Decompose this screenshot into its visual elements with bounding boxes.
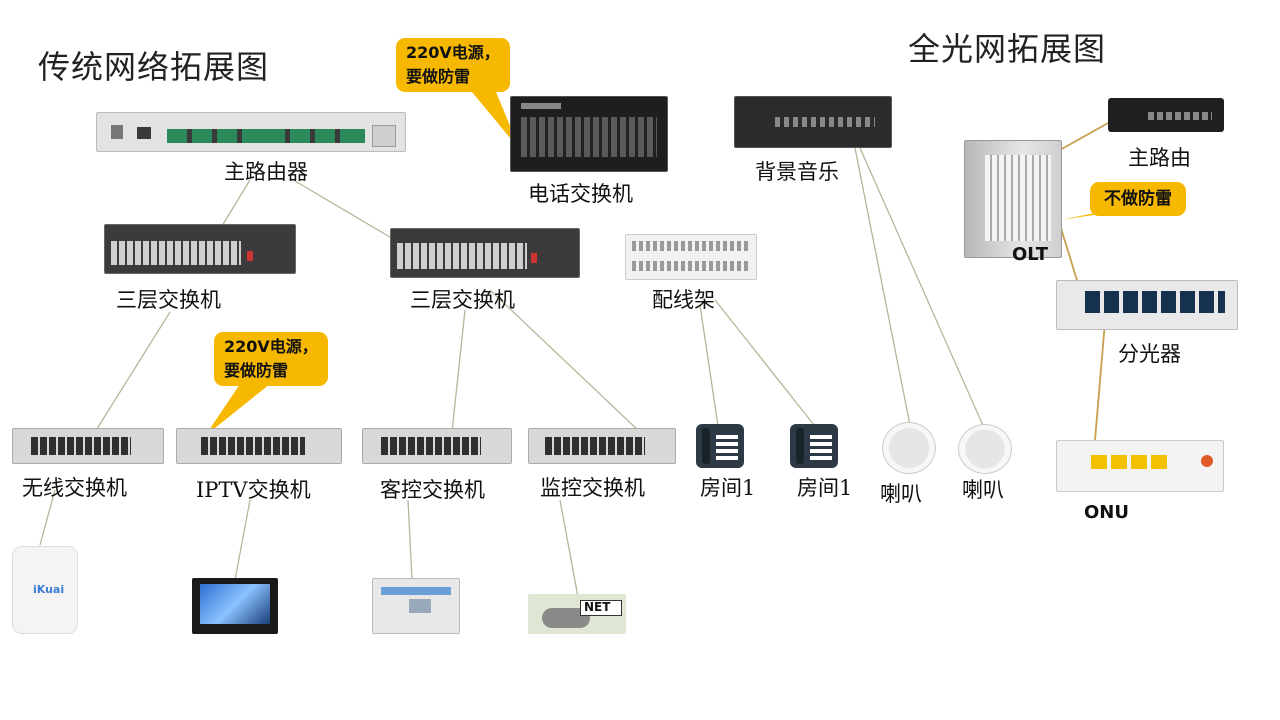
callout-top-tail: [472, 92, 520, 150]
phone-exchange-label: 电话交换机: [528, 182, 633, 206]
room1-b-label: 房间1: [797, 476, 853, 500]
link-patch-room1a: [699, 304, 719, 427]
link-music-speaker-b: [859, 147, 986, 431]
link-monitor-camera: [559, 499, 579, 598]
fiber-olt-splitter: [1059, 224, 1081, 291]
guest-control-switch-label: 客控交换机: [380, 478, 485, 502]
link-iptv-tv: [234, 499, 251, 581]
l3-switch-right-label: 三层交换机: [410, 288, 515, 312]
traditional-title: 传统网络拓展图: [38, 48, 270, 86]
speaker-icon: [882, 422, 936, 474]
link-router-l3left: [221, 179, 251, 227]
optical-router-device: [1108, 98, 1224, 132]
tv-device: [192, 578, 278, 634]
iptv-switch-label: IPTV交换机: [196, 478, 311, 502]
wireless-ap-device: iKuai: [12, 546, 78, 634]
speaker-b-label: 喇叭: [962, 478, 1004, 502]
wireless-switch-device: [12, 428, 164, 464]
all-optical-title: 全光网拓展图: [908, 30, 1107, 68]
camera-device: NET: [528, 594, 626, 634]
camera-net-label: NET: [584, 600, 611, 614]
optical-router-label: 主路由: [1128, 146, 1191, 170]
splitter-device: [1056, 280, 1238, 330]
wireless-switch-label: 无线交换机: [22, 476, 127, 500]
link-l3right-guest: [451, 309, 466, 433]
guest-control-switch-device: [362, 428, 512, 464]
splitter-label: 分光器: [1118, 342, 1181, 366]
olt-label: OLT: [1012, 244, 1049, 265]
main-router-device: [96, 112, 406, 152]
link-wireless-ap: [39, 489, 56, 546]
onu-device: [1056, 440, 1224, 492]
background-music-label: 背景音乐: [755, 160, 839, 184]
l3-switch-left-label: 三层交换机: [116, 288, 221, 312]
link-l3left-wireless: [94, 311, 171, 433]
link-router-l3right: [289, 177, 396, 241]
iptv-switch-device: [176, 428, 342, 464]
patch-panel-device: [625, 234, 757, 280]
callout-power-surge-top: 220V电源， 要做防雷: [396, 38, 510, 92]
speaker-a-label: 喇叭: [880, 482, 922, 506]
onu-label: ONU: [1084, 502, 1129, 523]
callout-mid-tail: [205, 384, 270, 436]
link-music-speaker-a: [854, 147, 911, 426]
telephone-icon: [790, 424, 838, 468]
main-router-label: 主路由器: [224, 160, 308, 184]
telephone-icon: [696, 424, 744, 468]
link-patch-room1b: [714, 299, 819, 431]
l3-switch-right-device: [390, 228, 580, 278]
callout-power-surge-mid: 220V电源， 要做防雷: [214, 332, 328, 386]
l3-switch-left-device: [104, 224, 296, 274]
link-l3right-monitor: [489, 289, 641, 433]
olt-device: [964, 140, 1062, 258]
fiber-splitter-onu: [1094, 321, 1106, 441]
speaker-icon: [958, 424, 1012, 474]
monitor-switch-device: [528, 428, 676, 464]
control-panel-device: [372, 578, 460, 634]
patch-panel-label: 配线架: [652, 288, 715, 312]
link-guest-panel: [407, 499, 413, 581]
monitor-switch-label: 监控交换机: [540, 476, 645, 500]
room1-a-label: 房间1: [700, 476, 756, 500]
phone-exchange-device: [510, 96, 668, 172]
callout-no-surge: 不做防雷: [1090, 182, 1186, 216]
background-music-device: [734, 96, 892, 148]
